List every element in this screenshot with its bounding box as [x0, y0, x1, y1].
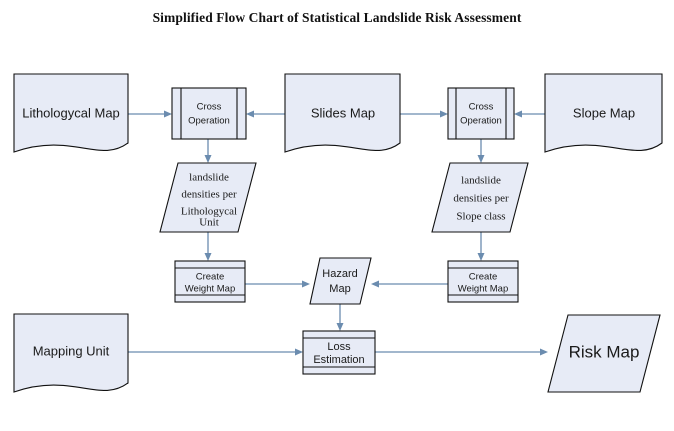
- node-label-create-weight-map-left-line2: Weight Map: [185, 284, 236, 295]
- connector-densitiesslope-to-weightright: [477, 232, 485, 261]
- node-label-create-weight-map-right-line1: Create: [469, 272, 498, 283]
- node-slope-map[interactable]: Slope Map: [544, 73, 663, 153]
- node-slides-map[interactable]: Slides Map: [284, 73, 401, 153]
- node-label-create-weight-map-left-line1: Create: [196, 272, 225, 283]
- node-label-mapping-unit: Mapping Unit: [33, 343, 110, 358]
- node-label-risk-map: Risk Map: [569, 342, 640, 361]
- node-label-densities-litho-line3: Lithologycal: [181, 206, 237, 218]
- node-mapping-unit[interactable]: Mapping Unit: [13, 313, 129, 393]
- node-cross-operation-left[interactable]: Cross Operation: [171, 87, 247, 140]
- node-lithologycal-map[interactable]: Lithologycal Map: [13, 73, 129, 153]
- node-label-slides-map: Slides Map: [311, 105, 375, 120]
- node-create-weight-map-right[interactable]: Create Weight Map: [447, 260, 519, 303]
- connector-hazard-to-loss: [336, 304, 344, 331]
- connector-slides-to-crossright: [400, 110, 448, 118]
- node-label-hazard-map-line1: Hazard: [322, 268, 357, 280]
- node-label-lithologycal-map: Lithologycal Map: [22, 105, 120, 120]
- connector-weightright-to-hazard: [371, 280, 448, 288]
- connector-crossright-to-densitiesslope: [477, 139, 485, 163]
- connector-crossleft-to-densitieslitho: [204, 139, 212, 163]
- connector-litho-to-crossleft: [128, 110, 172, 118]
- node-loss-estimation[interactable]: Loss Estimation: [302, 330, 376, 375]
- node-label-cross-operation-left-line1: Cross: [197, 102, 222, 113]
- node-label-cross-operation-left-line2: Operation: [188, 116, 230, 127]
- node-label-slope-map: Slope Map: [573, 105, 635, 120]
- node-label-cross-operation-right-line2: Operation: [460, 116, 502, 127]
- page-title: Simplified Flow Chart of Statistical Lan…: [152, 10, 522, 25]
- connector-weightleft-to-hazard: [245, 280, 310, 288]
- node-label-cross-operation-right-line1: Cross: [469, 102, 494, 113]
- connector-slides-to-crossleft: [246, 110, 285, 118]
- connector-loss-to-riskmap: [375, 348, 548, 356]
- node-label-densities-litho-line4: Unit: [199, 217, 219, 229]
- node-label-loss-estimation-line2: Estimation: [313, 354, 364, 366]
- connector-densitieslitho-to-weightleft: [204, 232, 212, 261]
- node-risk-map[interactable]: Risk Map: [547, 314, 661, 393]
- node-densities-lithologycal-unit[interactable]: landslide densities per Lithologycal Uni…: [159, 162, 257, 233]
- node-label-densities-litho-line2: densities per: [181, 189, 237, 201]
- node-cross-operation-right[interactable]: Cross Operation: [447, 87, 515, 140]
- node-label-hazard-map-line2: Map: [329, 283, 350, 295]
- node-label-loss-estimation-line1: Loss: [327, 341, 351, 353]
- node-label-densities-slope-line2: densities per: [453, 193, 509, 205]
- connector-mappingunit-to-loss: [128, 348, 303, 356]
- node-label-densities-slope-line3: Slope class: [456, 211, 505, 223]
- node-hazard-map[interactable]: Hazard Map: [309, 257, 372, 305]
- connector-slope-to-crossright: [514, 110, 545, 118]
- node-label-densities-slope-line1: landslide: [461, 175, 501, 187]
- node-densities-slope-class[interactable]: landslide densities per Slope class: [431, 162, 529, 233]
- connectors-layer: [128, 110, 548, 356]
- node-create-weight-map-left[interactable]: Create Weight Map: [174, 260, 246, 303]
- node-label-create-weight-map-right-line2: Weight Map: [458, 284, 509, 295]
- node-label-densities-litho-line1: landslide: [189, 172, 229, 184]
